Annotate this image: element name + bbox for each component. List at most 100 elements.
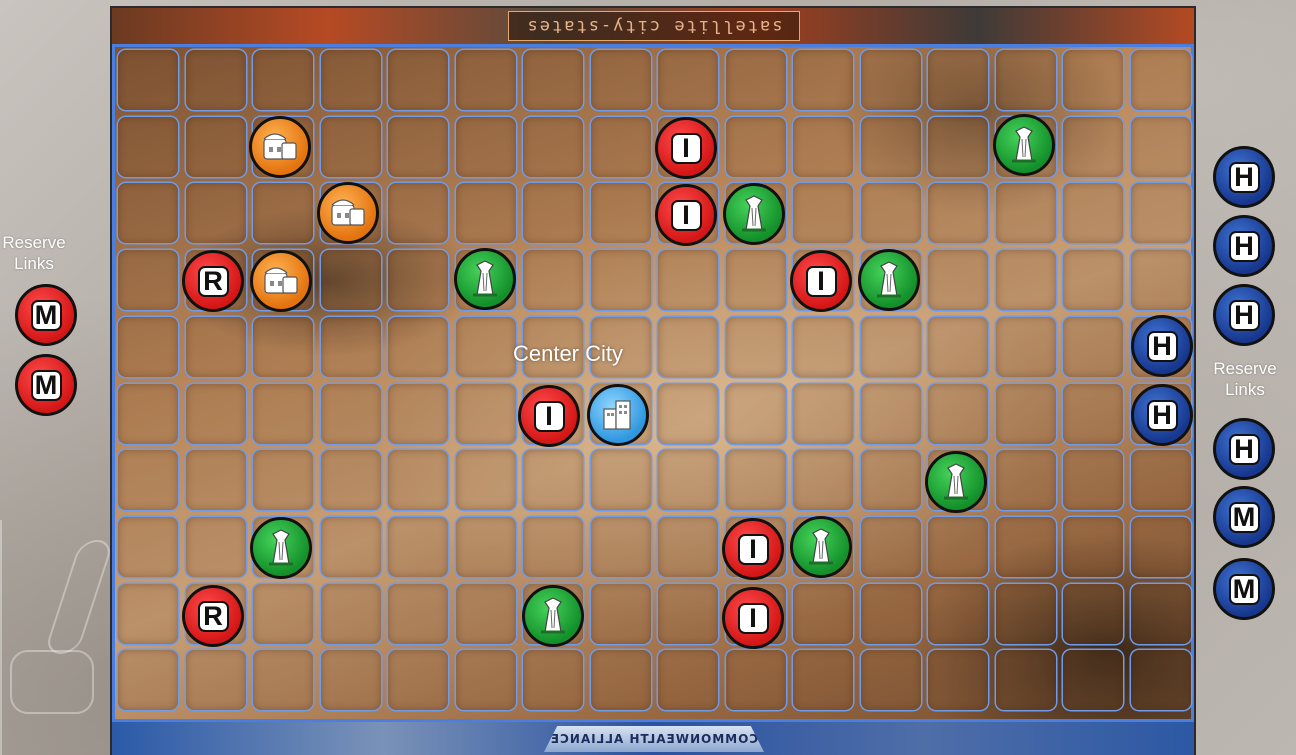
grid-cell[interactable] (928, 384, 988, 444)
grid-cell[interactable] (591, 650, 651, 710)
grid-cell[interactable] (321, 384, 381, 444)
grid-cell[interactable] (523, 517, 583, 577)
grid-cell[interactable] (388, 650, 448, 710)
grid-cell[interactable] (996, 584, 1056, 644)
board-token-h[interactable]: H (1131, 315, 1193, 377)
grid-cell[interactable] (996, 450, 1056, 510)
grid-cell[interactable] (523, 117, 583, 177)
grid-cell[interactable] (658, 384, 718, 444)
tree-token[interactable] (522, 585, 584, 647)
grid-cell[interactable] (928, 317, 988, 377)
reserve-token-h[interactable]: H (1213, 146, 1275, 208)
grid-cell[interactable] (996, 50, 1056, 110)
building-token[interactable] (250, 250, 312, 312)
grid-cell[interactable] (253, 317, 313, 377)
grid-cell[interactable] (996, 183, 1056, 243)
grid-cell[interactable] (456, 384, 516, 444)
tree-token[interactable] (858, 249, 920, 311)
infantry-token[interactable]: I (722, 518, 784, 580)
grid-cell[interactable] (388, 50, 448, 110)
tree-token[interactable] (723, 183, 785, 245)
grid-cell[interactable] (928, 650, 988, 710)
grid-cell[interactable] (1131, 183, 1191, 243)
grid-cell[interactable] (253, 584, 313, 644)
grid-cell[interactable] (726, 250, 786, 310)
grid-cell[interactable] (1131, 517, 1191, 577)
grid-cell[interactable] (253, 384, 313, 444)
grid-cell[interactable] (726, 650, 786, 710)
grid-cell[interactable] (1063, 50, 1123, 110)
grid-cell[interactable] (996, 650, 1056, 710)
grid-cell[interactable] (523, 250, 583, 310)
grid-cell[interactable] (1063, 517, 1123, 577)
tree-token[interactable] (993, 114, 1055, 176)
grid-cell[interactable] (793, 117, 853, 177)
grid-cell[interactable] (591, 117, 651, 177)
grid-cell[interactable] (658, 250, 718, 310)
grid-cell[interactable] (591, 250, 651, 310)
grid-cell[interactable] (658, 450, 718, 510)
grid-cell[interactable] (253, 450, 313, 510)
building-token[interactable] (317, 182, 379, 244)
reserve-token-m[interactable]: M (15, 354, 77, 416)
grid-cell[interactable] (1131, 450, 1191, 510)
infantry-token[interactable]: I (655, 184, 717, 246)
grid-cell[interactable] (996, 517, 1056, 577)
grid-cell[interactable] (658, 50, 718, 110)
grid-cell[interactable] (321, 317, 381, 377)
tree-token[interactable] (454, 248, 516, 310)
grid-cell[interactable] (928, 517, 988, 577)
grid-cell[interactable] (186, 317, 246, 377)
grid-cell[interactable] (861, 584, 921, 644)
grid-cell[interactable] (861, 183, 921, 243)
grid-cell[interactable] (1131, 584, 1191, 644)
reserve-token-h[interactable]: H (1213, 284, 1275, 346)
grid-cell[interactable] (1131, 50, 1191, 110)
grid-cell[interactable] (253, 50, 313, 110)
grid-cell[interactable] (793, 450, 853, 510)
grid-cell[interactable] (591, 584, 651, 644)
grid-cell[interactable] (186, 117, 246, 177)
grid-cell[interactable] (253, 183, 313, 243)
building-token[interactable] (249, 116, 311, 178)
grid-cell[interactable] (726, 384, 786, 444)
grid-cell[interactable] (726, 50, 786, 110)
grid-cell[interactable] (658, 584, 718, 644)
grid-cell[interactable] (726, 317, 786, 377)
grid-cell[interactable] (928, 117, 988, 177)
grid-cell[interactable] (1063, 650, 1123, 710)
grid-cell[interactable] (456, 650, 516, 710)
grid-cell[interactable] (388, 117, 448, 177)
grid-cell[interactable] (118, 250, 178, 310)
grid-cell[interactable] (388, 584, 448, 644)
grid-cell[interactable] (658, 517, 718, 577)
grid-cell[interactable] (996, 250, 1056, 310)
grid-cell[interactable] (118, 650, 178, 710)
grid-cell[interactable] (186, 450, 246, 510)
grid-cell[interactable] (793, 584, 853, 644)
grid-cell[interactable] (118, 517, 178, 577)
grid-cell[interactable] (591, 183, 651, 243)
tree-token[interactable] (925, 451, 987, 513)
grid-cell[interactable] (793, 384, 853, 444)
grid-cell[interactable] (1063, 450, 1123, 510)
grid-cell[interactable] (793, 317, 853, 377)
grid-cell[interactable] (118, 117, 178, 177)
tree-token[interactable] (790, 516, 852, 578)
grid-cell[interactable] (861, 384, 921, 444)
grid-cell[interactable] (1131, 650, 1191, 710)
grid-cell[interactable] (861, 50, 921, 110)
reserve-token-h[interactable]: H (1213, 215, 1275, 277)
grid-cell[interactable] (388, 317, 448, 377)
grid-cell[interactable] (321, 650, 381, 710)
grid-cell[interactable] (861, 650, 921, 710)
grid-cell[interactable] (928, 183, 988, 243)
grid-cell[interactable] (861, 317, 921, 377)
grid-cell[interactable] (456, 183, 516, 243)
tree-token[interactable] (250, 517, 312, 579)
reserve-token-m[interactable]: M (1213, 558, 1275, 620)
board-token-h[interactable]: H (1131, 384, 1193, 446)
grid-cell[interactable] (456, 450, 516, 510)
grid-cell[interactable] (793, 50, 853, 110)
grid-cell[interactable] (118, 183, 178, 243)
